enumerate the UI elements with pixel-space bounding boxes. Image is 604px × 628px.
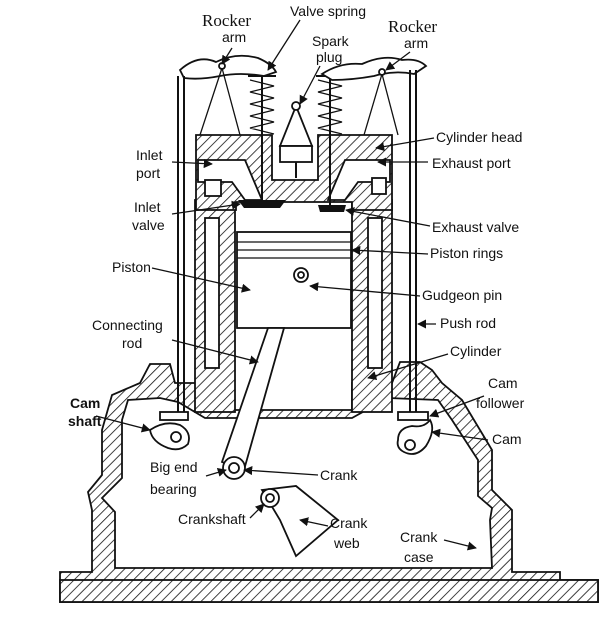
- leader-cylinder-head: [375, 137, 435, 152]
- crank-case: [59, 361, 599, 603]
- leader-crank-case: [443, 539, 477, 551]
- label-exhaust-port: Exhaust port: [432, 155, 511, 171]
- leader-crank-web: [299, 517, 329, 527]
- cam-follower-right: [397, 411, 429, 421]
- label-piston-rings: Piston rings: [430, 245, 503, 261]
- valve-train-right: [316, 56, 429, 421]
- label-cam: Cam: [492, 431, 522, 447]
- label-big-end-2: bearing: [150, 481, 197, 497]
- head-water-right: [371, 177, 387, 195]
- leader-rocker-right: [385, 51, 411, 71]
- cam-follower-left: [159, 411, 189, 421]
- label-rocker-left-1: Rocker: [202, 11, 251, 30]
- label-crank-web-1: Crank: [330, 515, 368, 531]
- cam-shaft-left: [170, 431, 182, 443]
- head-water-left: [204, 179, 222, 197]
- label-exhaust-valve: Exhaust valve: [432, 219, 519, 235]
- leader-gudgeon-pin: [309, 282, 421, 297]
- piston-body: [236, 231, 352, 329]
- leader-cam-shaft: [95, 415, 151, 433]
- leader-cylinder: [367, 353, 449, 381]
- leader-lines: [95, 19, 489, 551]
- label-crank-case-1: Crank: [400, 529, 438, 545]
- water-jacket-left: [204, 217, 220, 369]
- label-cam-shaft-1: Cam: [70, 395, 100, 411]
- label-cam-shaft-2: shaft: [68, 413, 102, 429]
- spark-plug-body: [278, 103, 314, 147]
- label-cam-follower-2: follower: [476, 395, 525, 411]
- rocker-arm-left: [178, 54, 278, 80]
- label-inlet-valve-2: valve: [132, 217, 165, 233]
- label-rocker-right-2: arm: [404, 35, 428, 51]
- label-connecting-rod-2: rod: [122, 335, 142, 351]
- leader-cam-follower: [429, 395, 485, 418]
- exhaust-valve-head: [318, 205, 346, 212]
- valve-train-left: [159, 54, 286, 421]
- label-cylinder-head: Cylinder head: [436, 129, 522, 145]
- label-crankshaft: Crankshaft: [178, 511, 246, 527]
- labels: Rocker arm Valve spring Spark plug Rocke…: [68, 3, 525, 565]
- leader-crank: [243, 466, 319, 476]
- crankshaft-journal-inner: [265, 493, 275, 503]
- label-gudgeon-pin: Gudgeon pin: [422, 287, 502, 303]
- cams: [149, 418, 434, 455]
- leader-piston: [151, 267, 251, 293]
- label-crank: Crank: [320, 467, 358, 483]
- spark-plug-terminal: [291, 101, 301, 111]
- label-spark-1: Spark: [312, 33, 350, 49]
- label-rocker-right-1: Rocker: [388, 17, 437, 36]
- leader-inlet-valve: [171, 200, 241, 215]
- label-inlet-port-2: port: [136, 165, 160, 181]
- leader-valve-spring: [267, 19, 301, 71]
- crank-case-cavity: [100, 397, 493, 569]
- connecting-rod: [220, 327, 286, 472]
- leader-crankshaft: [249, 503, 265, 519]
- leader-piston-rings: [351, 245, 429, 255]
- label-push-rod: Push rod: [440, 315, 496, 331]
- exhaust-valve-spring: [317, 79, 343, 135]
- label-spark-2: plug: [316, 49, 342, 65]
- leader-rocker-left: [221, 47, 233, 65]
- label-inlet-port-1: Inlet: [136, 147, 163, 163]
- piston: [236, 231, 352, 329]
- label-crank-case-2: case: [404, 549, 434, 565]
- cam-left: [149, 422, 190, 451]
- spark-plug-hex: [279, 145, 313, 163]
- label-cam-follower-1: Cam: [488, 375, 518, 391]
- leader-exhaust-valve: [345, 207, 431, 227]
- label-connecting-rod-1: Connecting: [92, 317, 163, 333]
- rocker-support-right: [363, 73, 399, 136]
- label-valve-spring: Valve spring: [290, 3, 366, 19]
- leader-spark-plug: [299, 65, 321, 105]
- label-big-end-1: Big end: [150, 459, 197, 475]
- spark-plug: [278, 101, 314, 178]
- label-piston: Piston: [112, 259, 151, 275]
- label-crank-web-2: web: [333, 535, 360, 551]
- rocker-arm-right: [320, 56, 428, 81]
- label-rocker-left-2: arm: [222, 29, 246, 45]
- gudgeon-pin-inner: [297, 271, 305, 279]
- rocker-support-left: [199, 67, 241, 136]
- label-cylinder: Cylinder: [450, 343, 502, 359]
- exhaust-port-passage: [326, 159, 391, 201]
- inlet-valve-spring: [249, 79, 275, 135]
- cylinder-block: [194, 199, 393, 413]
- crank-case-base: [59, 579, 599, 603]
- leader-big-end: [205, 467, 227, 477]
- cylinder-head: [195, 134, 393, 211]
- label-inlet-valve-1: Inlet: [134, 199, 161, 215]
- big-end-bearing-inner: [228, 462, 240, 474]
- leader-connecting-rod: [171, 339, 259, 365]
- leader-inlet-port: [171, 159, 213, 169]
- leader-cam: [431, 428, 489, 441]
- cam-shaft-right: [404, 439, 416, 451]
- inlet-valve-head: [238, 200, 286, 208]
